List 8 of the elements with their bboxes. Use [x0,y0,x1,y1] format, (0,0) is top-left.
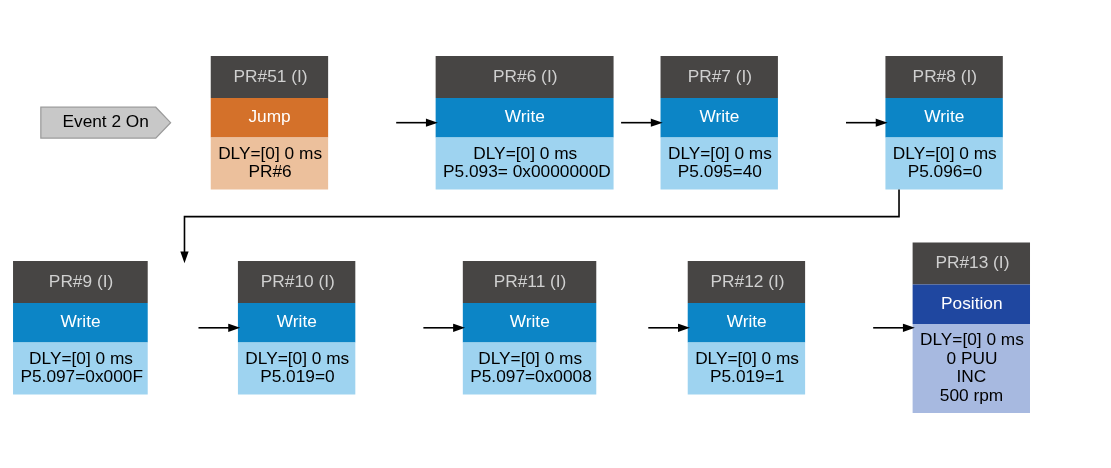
arrow [872,323,915,332]
arrow [845,118,888,127]
arrow [395,118,438,127]
arrow [180,188,900,263]
arrow [620,118,663,127]
arrow [197,323,241,332]
arrow [647,323,690,332]
arrow [422,323,465,332]
